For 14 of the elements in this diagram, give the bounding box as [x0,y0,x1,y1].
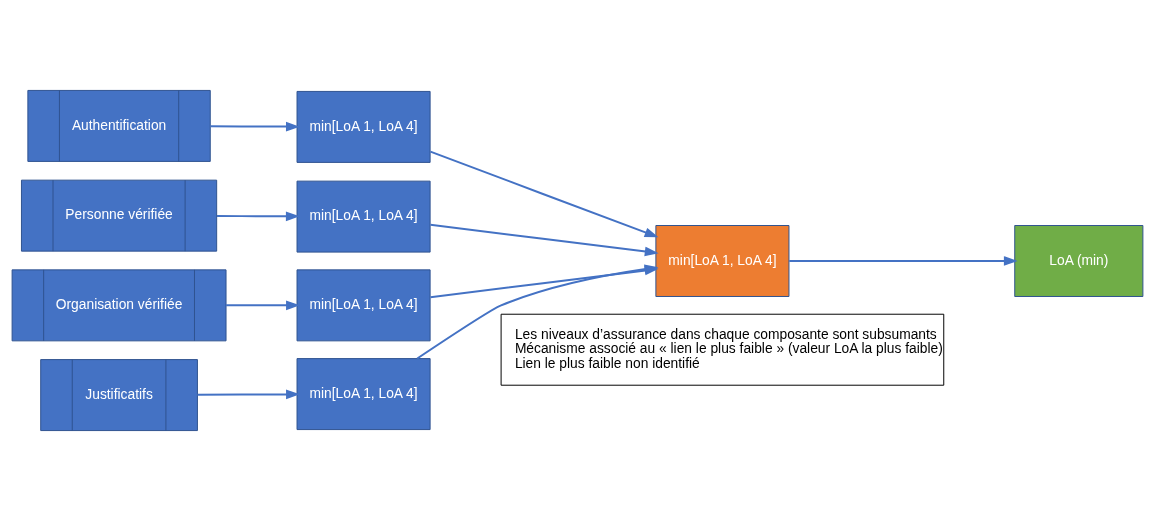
node-box: min[LoA 1, LoA 4] [296,90,431,163]
node-box: LoA (min) [1014,225,1144,297]
node-box: min[LoA 1, LoA 4] [296,358,431,431]
arrow [788,256,1018,266]
arrow [209,121,300,132]
arrow [429,223,659,257]
node-box: Les niveaux d’assurance dans chaque composante sont subsumants Mécanisme associé au « lien le plus faible » (valeur LoA la plus faible) Lien le plus faible non identifié [500,313,945,386]
arrow [225,300,300,311]
node-box: min[LoA 1, LoA 4] [296,269,431,342]
node-box: min[LoA 1, LoA 4] [296,180,431,253]
arrow [215,211,300,222]
node-box: min[LoA 1, LoA 4] [655,225,790,297]
arrow [429,150,659,238]
arrow [196,389,300,400]
